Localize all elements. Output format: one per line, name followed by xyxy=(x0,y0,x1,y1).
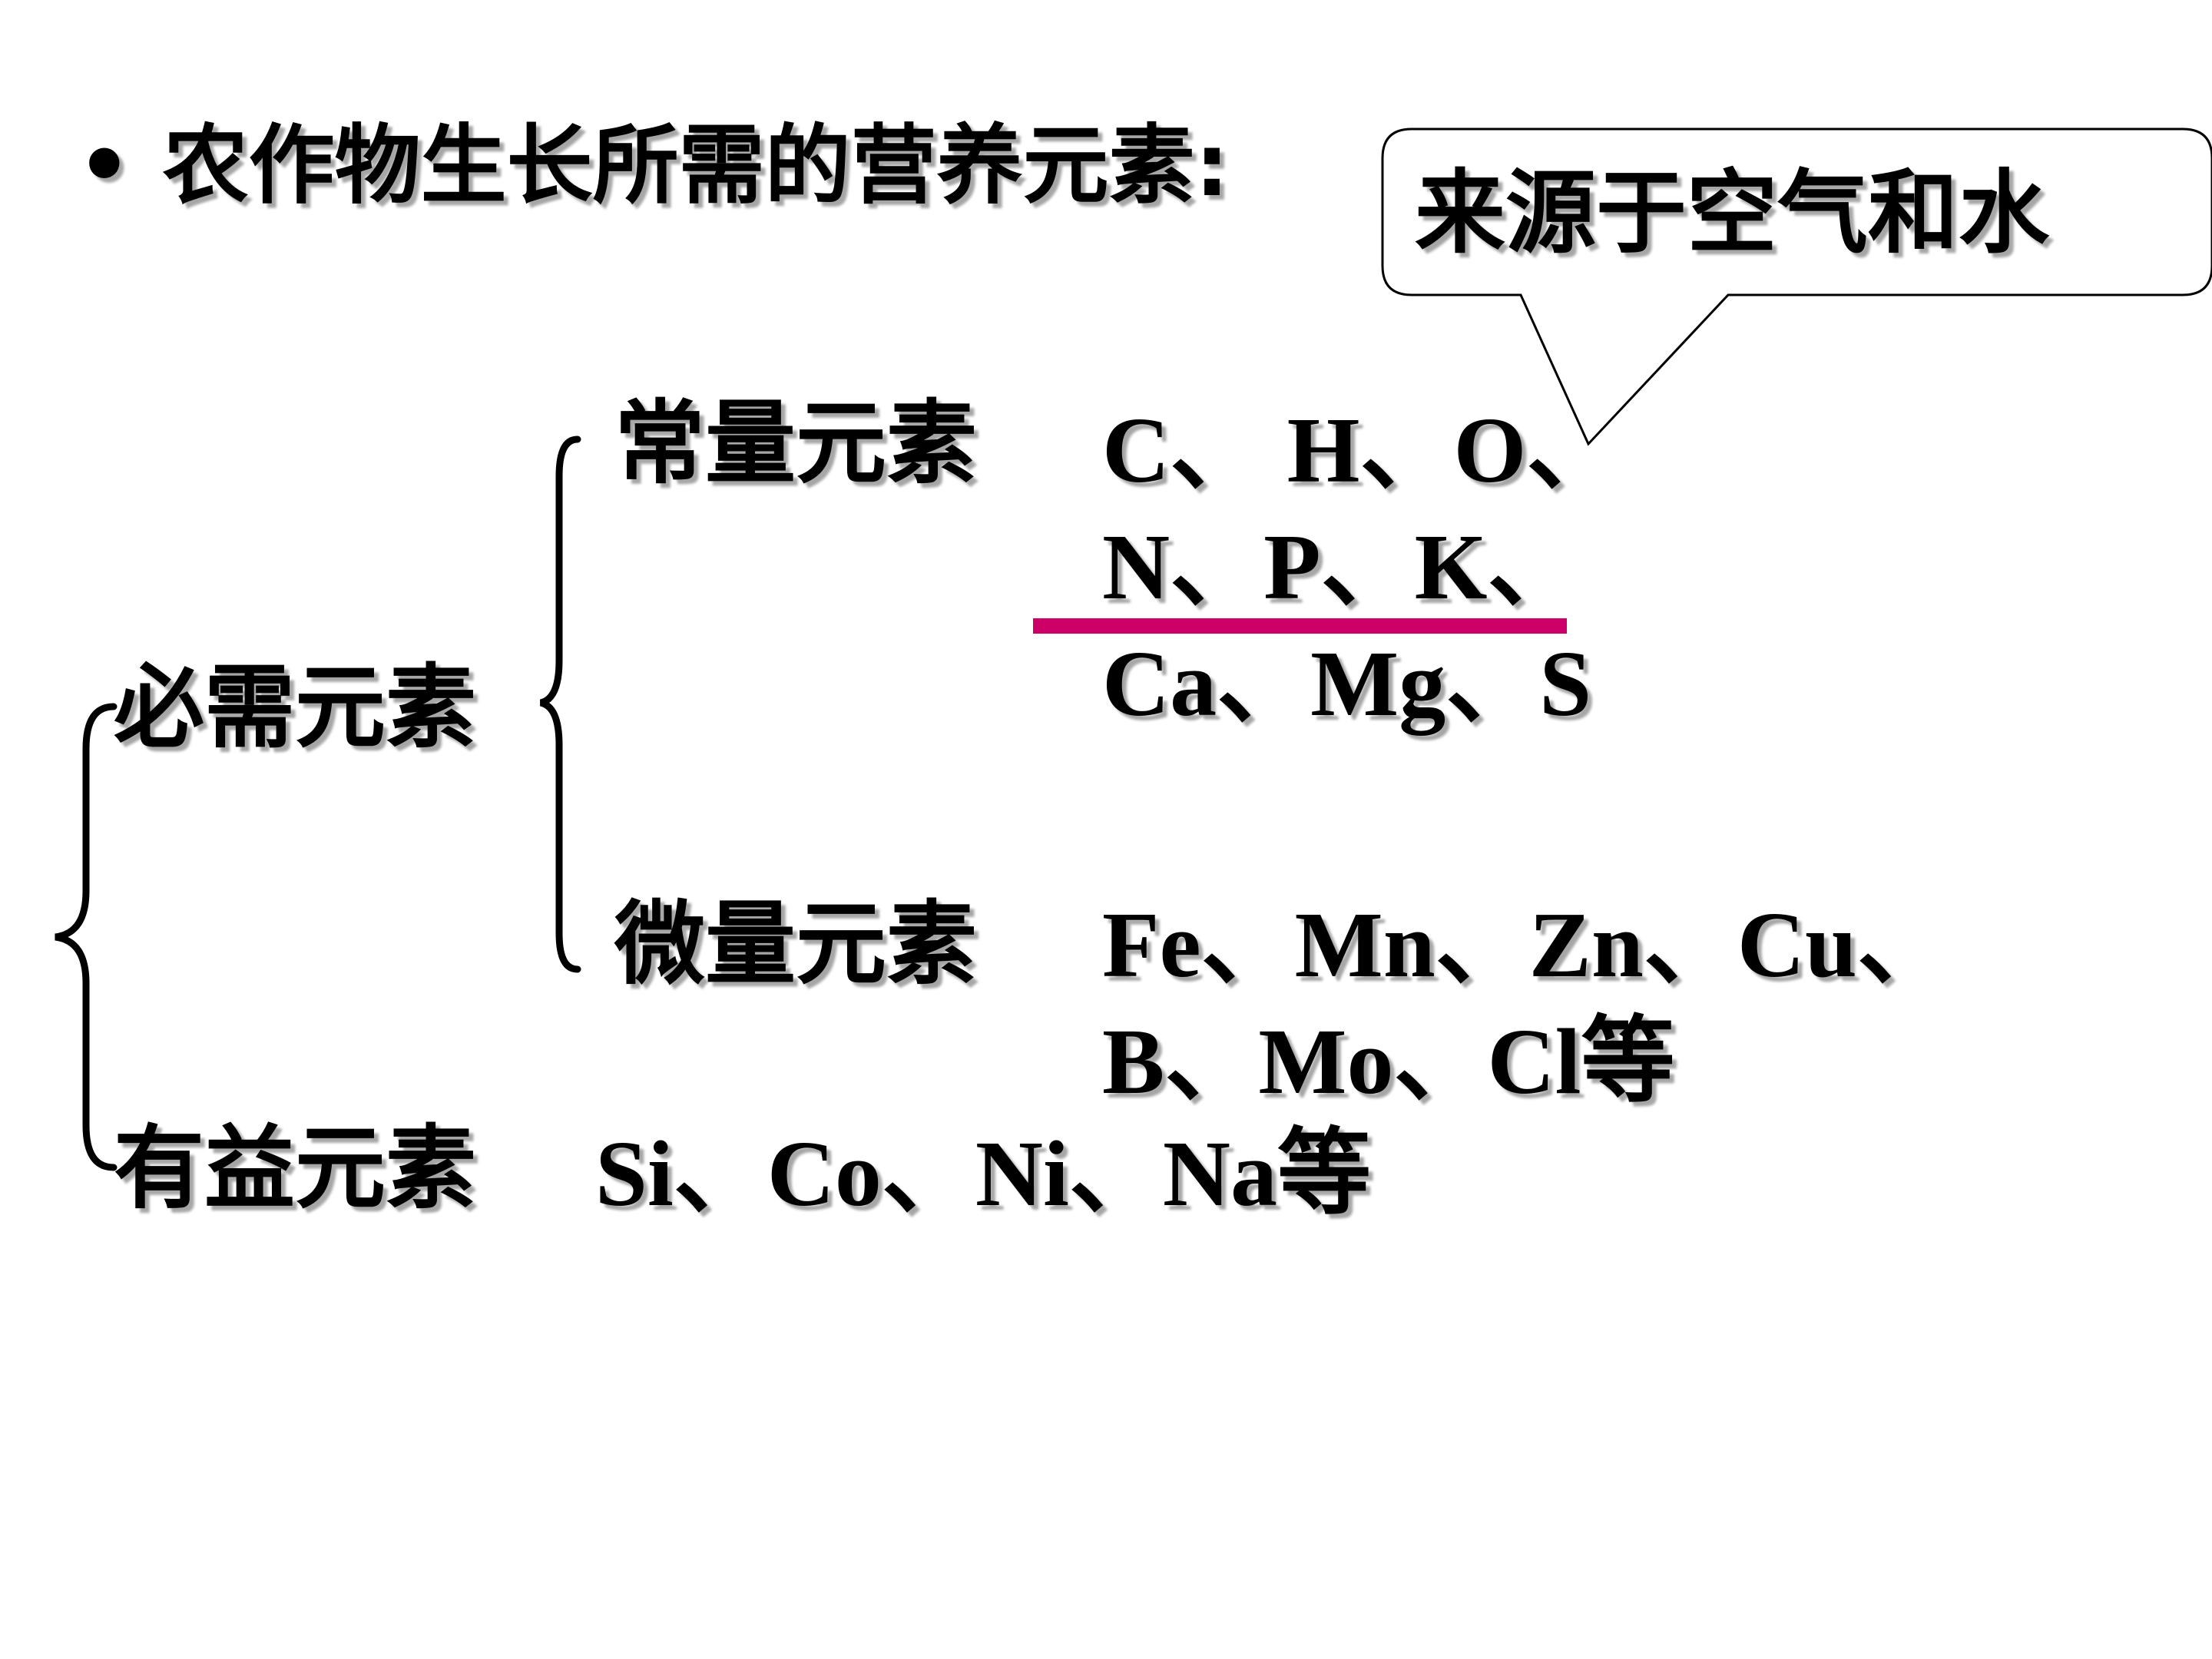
bullet-point: • xyxy=(77,116,132,216)
page-title: •农作物生长所需的营养元素: xyxy=(77,123,1229,209)
label-beneficial: 有益元素 xyxy=(114,1115,477,1221)
micro-line-2: B、Mo、Cl等 xyxy=(1102,1010,1675,1114)
beneficial-elements: Si、Co、Ni、Na等 xyxy=(595,1122,1371,1226)
outer-brace xyxy=(55,703,118,1171)
macro-line-1: C、 H、O、 xyxy=(1102,399,1621,502)
callout-text: 来源于空气和水 xyxy=(1415,160,2050,266)
micro-line-1: Fe、Mn、Zn、Cu、 xyxy=(1102,893,1951,997)
callout-bubble xyxy=(1381,127,2212,446)
label-essential: 必需元素 xyxy=(114,654,477,760)
title-text: 农作物生长所需的营养元素: xyxy=(162,116,1230,216)
label-micro: 微量元素 xyxy=(614,891,978,997)
label-macro: 常量元素 xyxy=(614,390,978,496)
inner-brace xyxy=(539,435,581,973)
macro-line-3: Ca、Mg、S xyxy=(1102,632,1592,736)
macro-line-2: N、P、K、 xyxy=(1102,515,1581,619)
